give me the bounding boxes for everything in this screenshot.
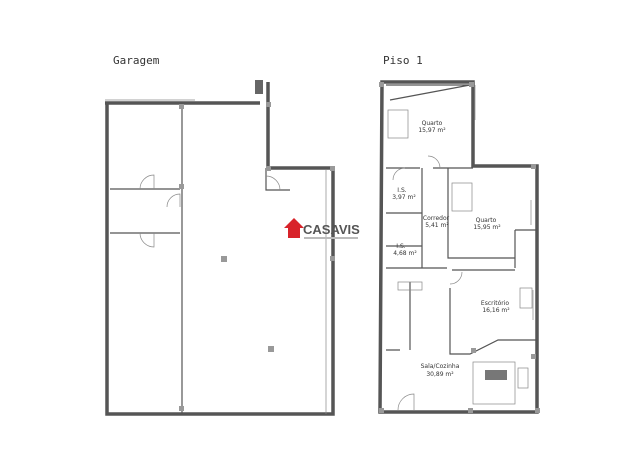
room-label: Quarto: [422, 120, 443, 127]
bed-icon: [451, 182, 473, 212]
room-label: I.S.: [397, 187, 406, 194]
room-label: Corredor: [423, 215, 450, 222]
armchair-icon: [517, 367, 529, 389]
room-label: 5,41 m²: [425, 222, 449, 229]
meter-box-icon: [255, 80, 263, 94]
casavis-logo: CASAVIS: [284, 218, 360, 239]
house-icon: [284, 218, 304, 238]
garage-plan: [105, 80, 335, 416]
room-label: Escritório: [481, 300, 510, 307]
room-labels: Quarto 15,97 m² I.S. 3,97 m² Corredor 5,…: [392, 120, 510, 378]
room-label: Sala/Cozinha: [421, 363, 460, 370]
bed-icon: [387, 109, 409, 139]
room-label: 4,68 m²: [393, 250, 417, 257]
garage-title: Garagem: [113, 54, 160, 67]
room-label: 16,16 m²: [482, 307, 510, 314]
room-label: 30,89 m²: [426, 371, 454, 378]
desk-icon: [519, 287, 533, 309]
room-label: Quarto: [476, 217, 497, 224]
sofa-icon: [472, 361, 516, 405]
stove-icon: [397, 281, 423, 291]
room-label: 15,97 m²: [418, 127, 446, 134]
room-label: CASAVIS: [303, 222, 360, 237]
rug-icon: [485, 370, 507, 380]
room-label: I.S.: [396, 243, 405, 250]
room-label: 15,95 m²: [473, 224, 501, 231]
floor1-plan: [378, 80, 540, 414]
floor1-title: Piso 1: [383, 54, 423, 67]
room-label: 3,97 m²: [392, 194, 416, 201]
